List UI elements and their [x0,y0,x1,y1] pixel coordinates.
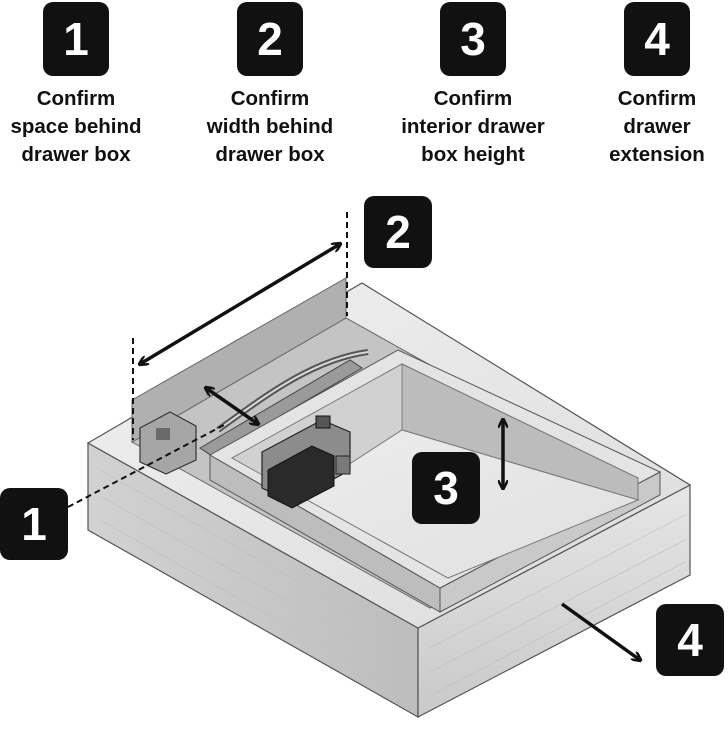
step-4-caption: Confirm drawer extension [609,87,705,166]
rear-bracket [139,411,197,475]
step-4-badge: 4 [624,2,690,76]
space-arrow [206,388,258,424]
callout-3-badge: 3 [412,452,480,524]
step-2-caption: Confirm width behind drawer box [206,87,334,166]
steps-header: 1 Confirm space behind drawer box 2 Conf… [0,0,728,175]
step-3-badge: 3 [440,2,506,76]
step-1-caption: Confirm space behind drawer box [10,87,142,166]
mechanism-dark-block [267,445,335,509]
rear-bracket-hole [156,428,170,440]
mechanism-cap [315,415,331,429]
step-1: 1 Confirm space behind drawer box [0,2,166,169]
step-2-badge: 2 [237,2,303,76]
extension-arrow [560,602,640,660]
step-3: 3 Confirm interior drawer box height [383,2,563,169]
step-1-badge: 1 [43,2,109,76]
step-4: 4 Confirm drawer extension [567,2,728,169]
width-arrow [140,244,340,364]
callout-1-badge: 1 [0,488,68,560]
drawer-slide [199,359,363,457]
wood-grain [99,469,686,697]
step-2: 2 Confirm width behind drawer box [180,2,360,169]
step-3-caption: Confirm interior drawer box height [401,87,545,166]
callout-4-badge: 4 [656,604,724,676]
callout-2-badge: 2 [364,196,432,268]
mechanism-clip [335,455,351,475]
